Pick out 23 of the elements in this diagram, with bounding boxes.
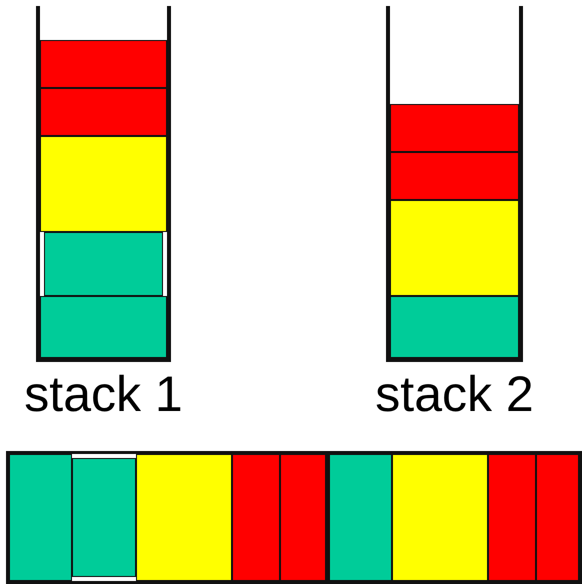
- stack-block: [40, 40, 167, 88]
- stack-label: stack 1: [23, 365, 184, 424]
- stack-block: [536, 454, 579, 581]
- stack-block: [40, 136, 167, 232]
- stack-block: [390, 200, 519, 296]
- stack-block: [329, 454, 392, 581]
- stack-block: [390, 152, 519, 200]
- stack-block: [44, 232, 163, 296]
- stack-container: [36, 6, 171, 362]
- stack-block: [392, 454, 488, 581]
- stack-block: [40, 88, 167, 136]
- stack-block: [280, 454, 326, 581]
- stack-block: [9, 454, 72, 581]
- stack-block: [488, 454, 536, 581]
- stack-block: [390, 104, 519, 152]
- stack-container: [386, 6, 523, 362]
- stack-block: [136, 454, 232, 581]
- stack-label: stack 2: [374, 365, 535, 424]
- tray-box: [6, 451, 582, 584]
- stack-block: [390, 296, 519, 358]
- stack-block: [232, 454, 280, 581]
- stack-block: [72, 458, 136, 577]
- stack-block: [40, 296, 167, 358]
